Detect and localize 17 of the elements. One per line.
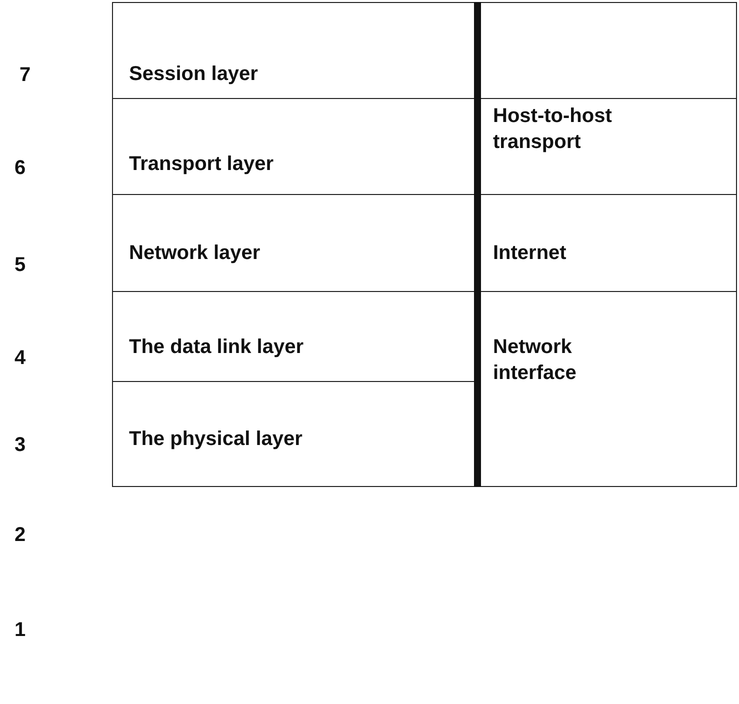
protocol-name: Network interface (493, 335, 578, 386)
layer-name: Network layer (129, 241, 262, 266)
protocol-row (478, 2, 737, 99)
layer-number: 5 (13, 253, 27, 277)
layer-number: 1 (13, 618, 27, 642)
layer-name: Session layer (129, 62, 259, 87)
layer-number: 4 (13, 346, 27, 370)
protocol-name: Host-to-host transport (493, 104, 613, 155)
layer-name: The physical layer (129, 427, 304, 452)
layer-number: 3 (13, 433, 27, 457)
layer-name: The data link layer (129, 335, 305, 360)
layer-number: 6 (13, 156, 27, 180)
layer-number: 7 (18, 63, 32, 87)
protocol-row (478, 291, 737, 487)
layer-number: 2 (13, 523, 27, 547)
protocol-name: Internet (493, 241, 568, 266)
layer-name: Transport layer (129, 152, 275, 177)
